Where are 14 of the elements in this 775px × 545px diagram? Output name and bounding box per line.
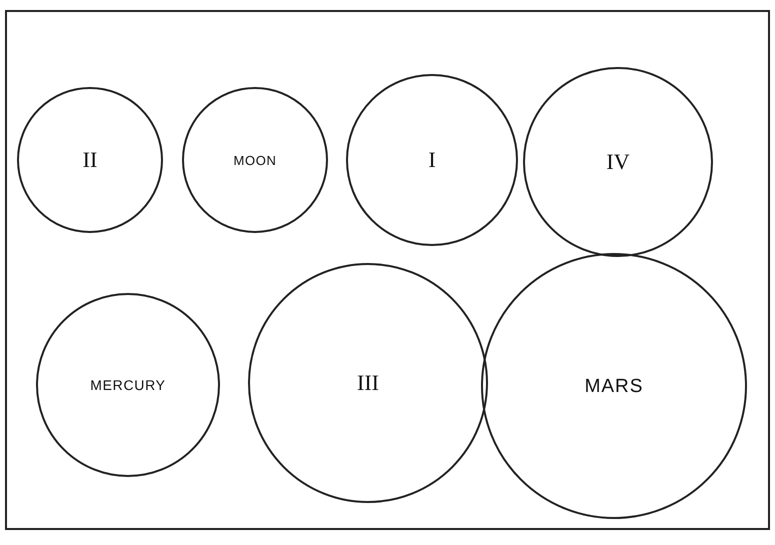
circle-outline bbox=[523, 67, 713, 257]
circle-outline bbox=[248, 263, 488, 503]
circle-label: III bbox=[357, 372, 379, 394]
circle-outline bbox=[182, 87, 328, 233]
circle-outline bbox=[481, 253, 747, 519]
circle-label: MERCURY bbox=[90, 378, 166, 392]
circle-label: MOON bbox=[233, 154, 277, 166]
circle-outline bbox=[346, 74, 518, 246]
circle-outline bbox=[36, 293, 220, 477]
circle-label: II bbox=[82, 149, 98, 171]
circle-label: MARS bbox=[584, 376, 644, 396]
circle-label: IV bbox=[606, 151, 630, 173]
circle-label: I bbox=[428, 149, 436, 171]
circle-outline bbox=[17, 87, 163, 233]
